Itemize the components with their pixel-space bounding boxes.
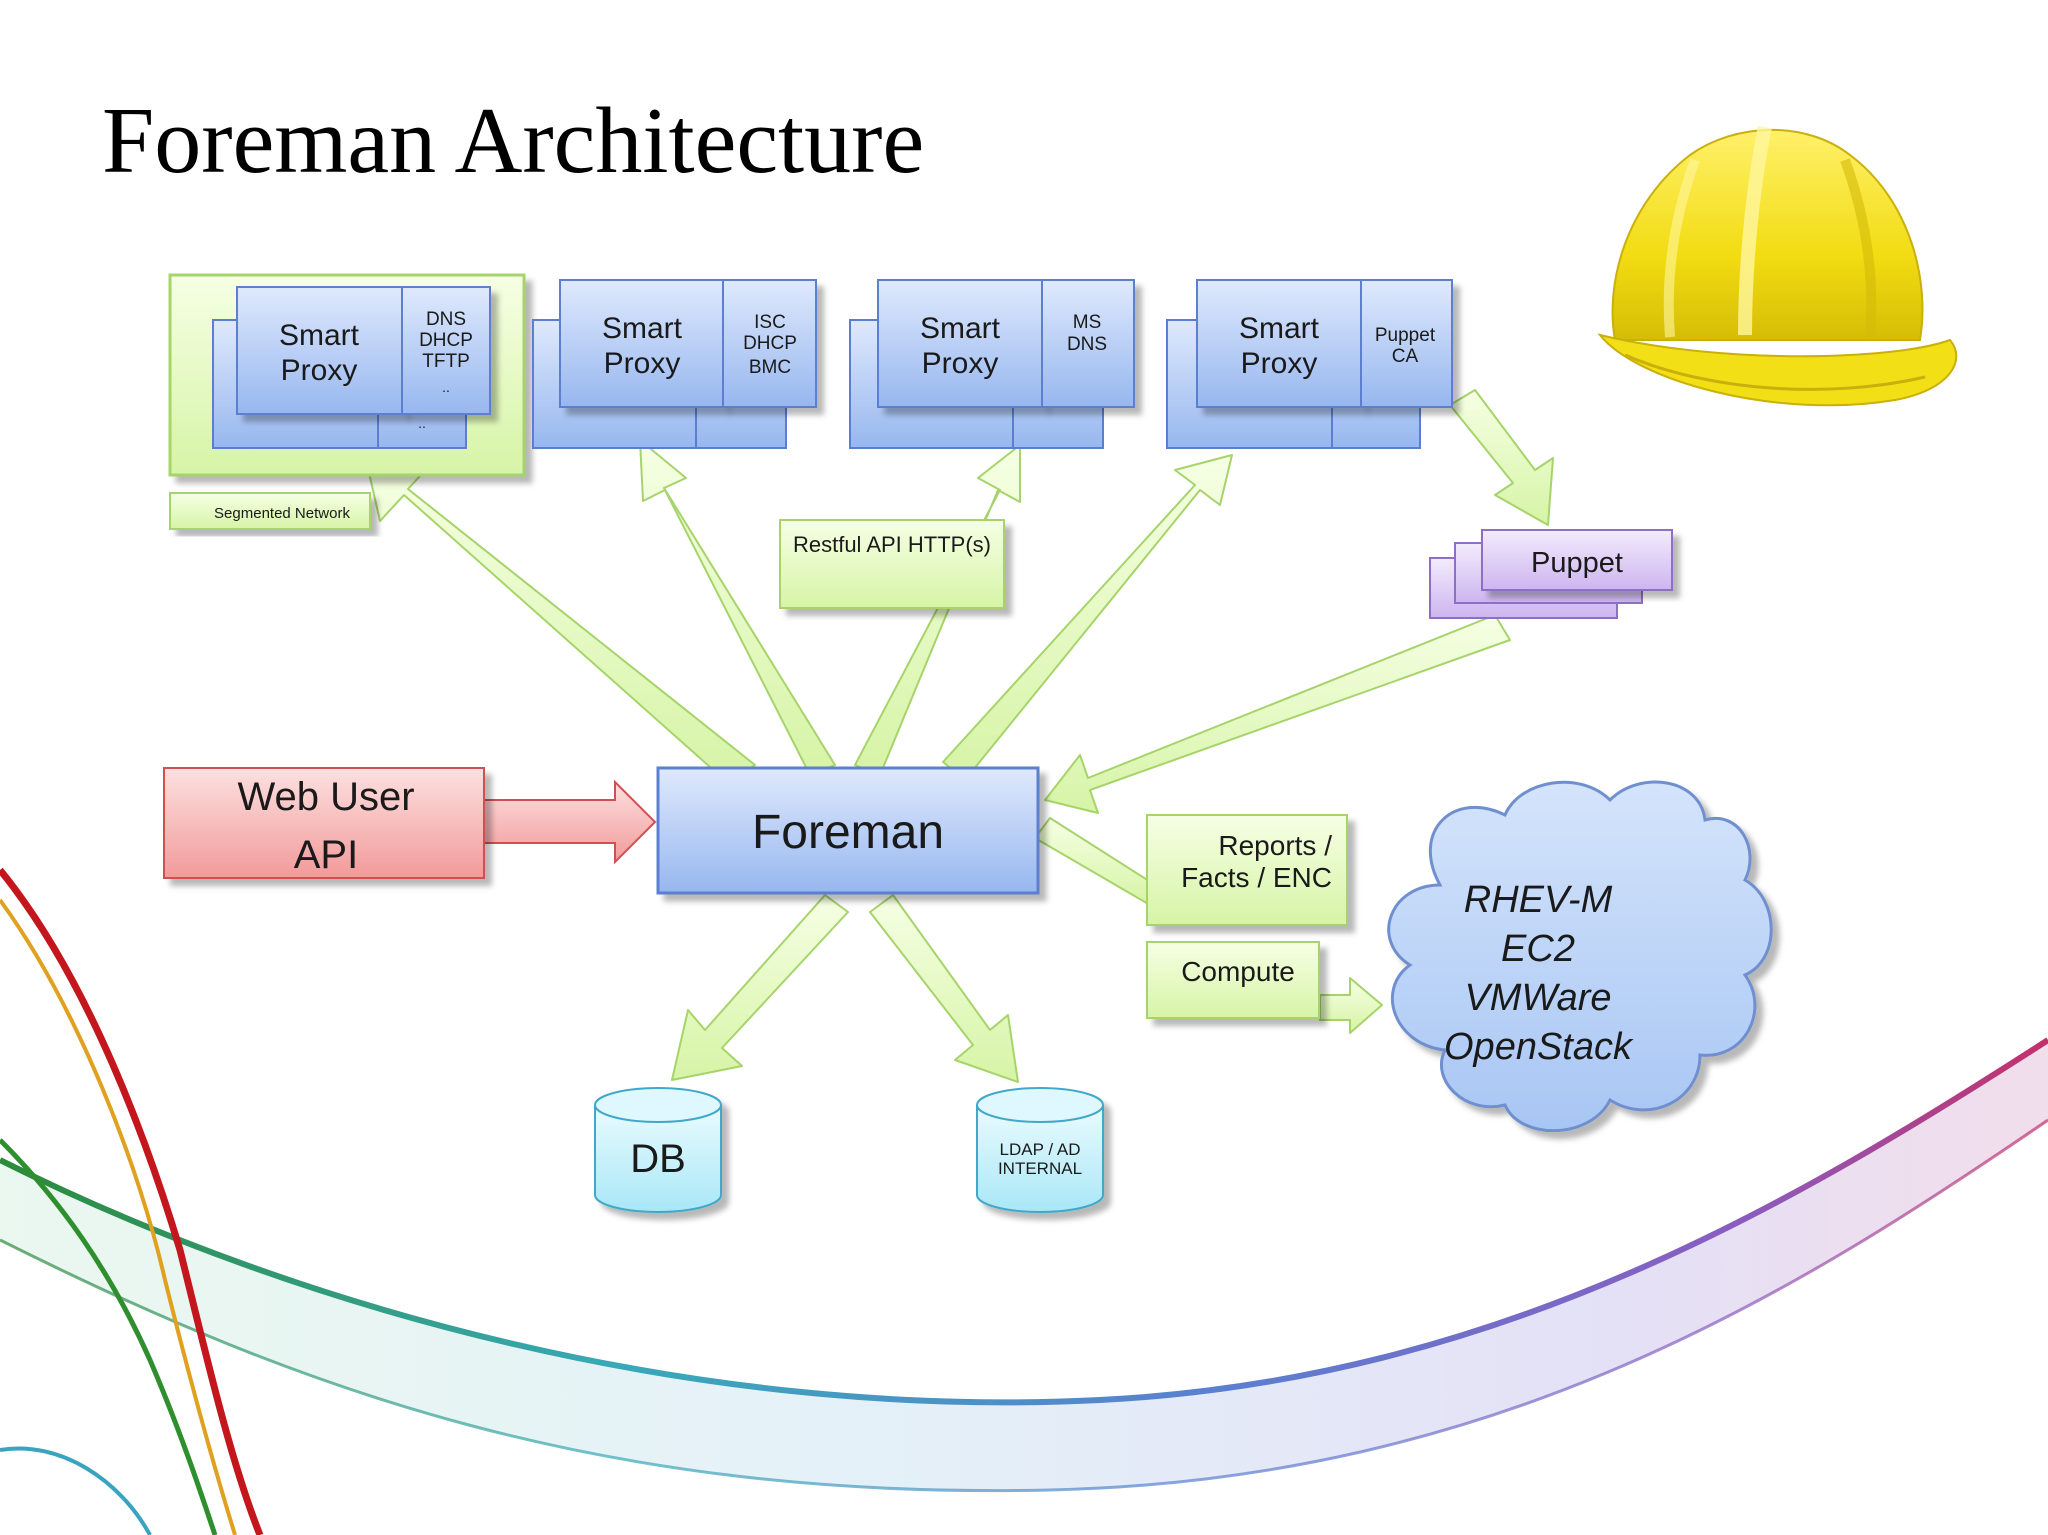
restful-api-label-box	[779, 519, 1005, 609]
cloud-shape	[1387, 780, 1773, 1133]
proxy-2-services-box	[722, 279, 817, 408]
connector-arrows	[364, 389, 1554, 1083]
proxy-4-services-box	[1360, 279, 1453, 408]
smart-proxy-4	[1196, 279, 1362, 408]
ldap-cylinder	[976, 1087, 1104, 1213]
proxy-4-label-line1: Smart	[1239, 312, 1320, 345]
arrow-compute-to-cloud	[1319, 977, 1383, 1034]
ldap-label-line2: INTERNAL	[998, 1159, 1082, 1178]
smart-proxy-2	[559, 279, 724, 408]
proxy-1-service: TFTP	[422, 351, 470, 372]
proxy-2-service: BMC	[749, 357, 791, 378]
background-swoosh-decoration	[0, 867, 2048, 1535]
arrow-foreman-to-proxy-1	[364, 454, 756, 784]
foreman-box	[656, 766, 1040, 895]
db-label: DB	[630, 1137, 686, 1181]
reports-label-line2: Facts / ENC	[1181, 862, 1332, 893]
reports-label-line1: Reports /	[1218, 830, 1332, 861]
arrow-foreman-to-proxy-2	[639, 439, 836, 776]
proxy-1-service: ..	[442, 379, 450, 395]
web-user-api-box	[163, 767, 485, 879]
arrow-foreman-to-reports	[1034, 817, 1161, 906]
puppet-box	[1481, 529, 1673, 591]
proxy-3-label-line1: Smart	[920, 312, 1001, 345]
reports-box	[1146, 814, 1348, 926]
cloud-provider: VMWare	[1464, 977, 1611, 1019]
segmented-network-label: Segmented Network	[214, 505, 350, 522]
db-cylinder	[594, 1087, 722, 1213]
proxy-group-4: Smart Proxy Puppet CA	[1166, 279, 1453, 449]
slide-title: Foreman Architecture	[102, 89, 924, 193]
smart-proxy-1	[236, 286, 403, 415]
web-user-api: Web User API	[163, 767, 657, 879]
puppet-label: Puppet	[1531, 547, 1623, 579]
arrow-foreman-to-proxy-4	[942, 454, 1233, 781]
arrow-foreman-to-proxy-3	[854, 444, 1021, 776]
proxy-1-service: DHCP	[419, 330, 473, 351]
proxy-1-back-service: ..	[418, 415, 426, 431]
proxy-2-label-line1: Smart	[602, 312, 683, 345]
proxy-group-1: .. Smart Proxy DNS DHCP TFTP ..	[168, 273, 526, 477]
proxy-4-label-line2: Proxy	[1241, 347, 1318, 380]
proxy-4-service: Puppet	[1375, 325, 1436, 346]
compute-label: Compute	[1181, 956, 1295, 987]
web-user-label-line2: API	[294, 833, 358, 877]
proxy-3-service: DNS	[1067, 334, 1107, 355]
arrow-web-user-to-foreman	[481, 779, 657, 865]
arrow-foreman-to-ldap	[869, 894, 1019, 1083]
web-user-label-line1: Web User	[237, 775, 414, 819]
arrow-proxy-4-to-puppet	[1449, 389, 1554, 526]
proxy-group-3: Smart Proxy MS DNS	[849, 279, 1135, 449]
foreman-label: Foreman	[752, 806, 944, 859]
hard-hat-icon	[1597, 125, 1958, 407]
proxy-3-services-box	[1041, 279, 1135, 408]
proxy-2-service: ISC	[754, 312, 786, 333]
segmented-network-label-box	[169, 492, 371, 530]
cloud-provider: RHEV-M	[1464, 879, 1613, 921]
proxy-3-service: MS	[1073, 312, 1102, 333]
proxy-1-service: DNS	[426, 309, 466, 330]
proxy-4-service: CA	[1392, 346, 1419, 367]
arrow-puppet-to-foreman	[1044, 614, 1511, 814]
restful-api-label: Restful API HTTP(s)	[793, 532, 991, 557]
proxy-1-label-line2: Proxy	[281, 354, 358, 387]
ldap-label-line1: LDAP / AD	[1000, 1140, 1081, 1159]
cloud-providers: RHEV-M EC2 VMWare OpenStack	[1387, 780, 1773, 1133]
proxy-2-service: DHCP	[743, 333, 797, 354]
cloud-provider: OpenStack	[1444, 1026, 1634, 1068]
proxy-3-label-line2: Proxy	[922, 347, 999, 380]
proxy-1-services-box	[401, 286, 491, 415]
compute-box	[1146, 941, 1320, 1019]
cloud-provider: EC2	[1501, 928, 1575, 970]
proxy-group-2: Smart Proxy ISC DHCP BMC	[532, 279, 817, 449]
arrow-foreman-to-db	[671, 894, 849, 1081]
proxy-2-label-line2: Proxy	[604, 347, 681, 380]
smart-proxy-3	[877, 279, 1043, 408]
puppet-stack: Puppet	[1429, 529, 1673, 619]
proxy-1-label-line1: Smart	[279, 319, 360, 352]
